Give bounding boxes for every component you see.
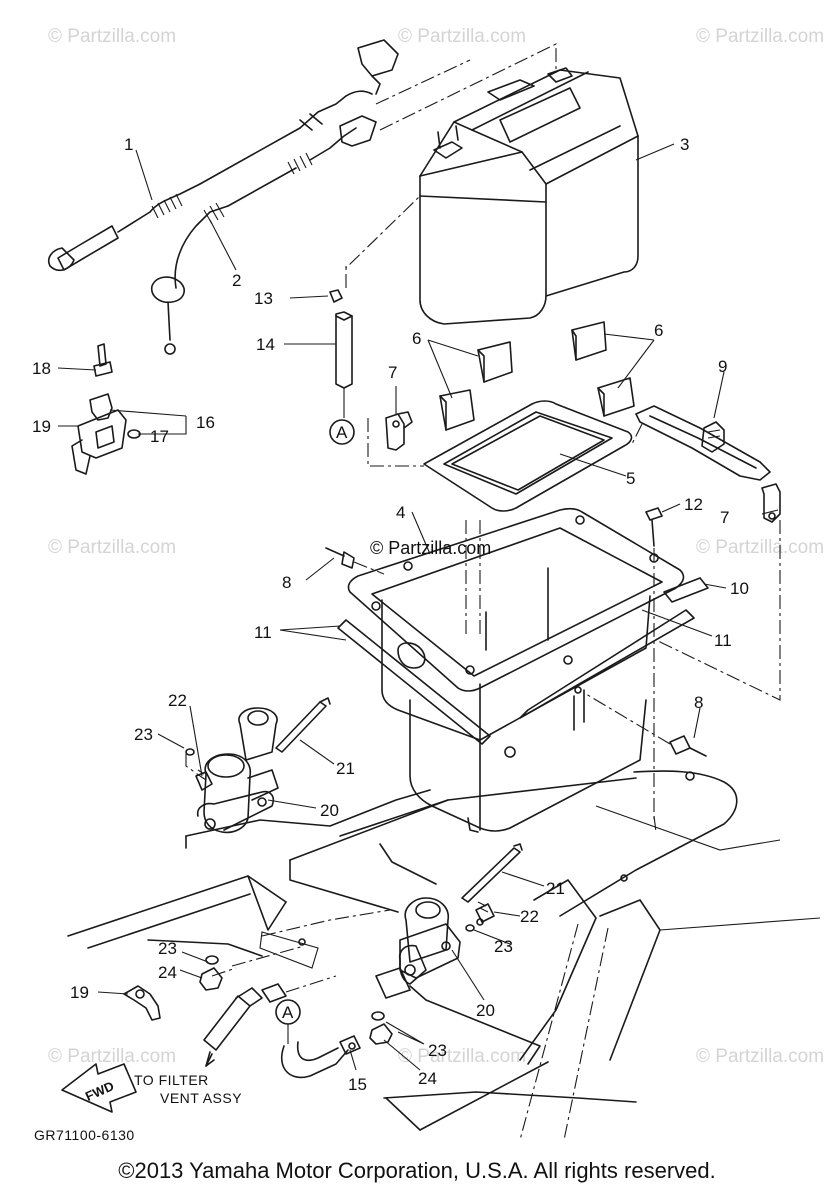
callout-9: 9 (718, 357, 727, 376)
callout-19-upper: 19 (32, 417, 51, 436)
vent-rod-21-lower (461, 843, 523, 903)
watermark-center: © Partzilla.com (370, 538, 491, 558)
vent-fitting-upper (196, 707, 279, 834)
callout-18: 18 (32, 359, 51, 378)
watermark-top-center: © Partzilla.com (398, 26, 526, 47)
cap-24-left (199, 967, 223, 991)
callout-7-right: 7 (720, 508, 729, 527)
washer-23-lower (465, 924, 475, 932)
seal-strip-10 (663, 577, 709, 603)
callout-6-right: 6 (654, 321, 663, 340)
hull-floor (67, 770, 821, 1141)
callout-24-left: 24 (158, 963, 177, 982)
ref-marker-a-upper: A (329, 419, 355, 445)
callout-20-upper: 20 (320, 801, 339, 820)
bolt-8-right (585, 693, 707, 757)
vent-hose-to-filter (203, 987, 263, 1067)
washer-23-upper (185, 748, 201, 777)
callout-23-upper: 23 (134, 725, 153, 744)
tape-strips (337, 609, 695, 745)
clamp-19-lower (123, 985, 161, 1021)
callout-22-upper: 22 (168, 691, 187, 710)
callout-15: 15 (348, 1075, 367, 1094)
leader-13 (345, 195, 421, 288)
callout-7-left: 7 (388, 363, 397, 382)
watermark-top-left: © Partzilla.com (48, 26, 176, 47)
callout-23-lower: 23 (494, 937, 513, 956)
fitting-joint (261, 975, 337, 1003)
watermark-bottom-center: © Partzilla.com (398, 1046, 526, 1067)
watermark-mid-left: © Partzilla.com (48, 537, 176, 558)
callout-21-lower: 21 (546, 879, 565, 898)
battery-box (347, 507, 685, 833)
washer-23-right (371, 1011, 385, 1021)
screw-12 (645, 507, 663, 820)
ref-marker-a-lower: A (275, 999, 301, 1044)
callout-22-lower: 22 (520, 907, 539, 926)
callout-20-lower: 20 (476, 1001, 495, 1020)
battery-cable-assembly (47, 39, 557, 355)
callout-3: 3 (680, 135, 689, 154)
callout-8-right: 8 (694, 693, 703, 712)
battery-cover-plate (423, 400, 633, 512)
callout-4: 4 (396, 503, 405, 522)
callout-11-right: 11 (714, 631, 732, 650)
hose-15 (280, 1035, 361, 1079)
callout-6-left: 6 (412, 329, 421, 348)
callout-12: 12 (684, 495, 703, 514)
watermark-layer: © Partzilla.com © Partzilla.com © Partzi… (48, 26, 824, 1067)
callout-19-lower: 19 (70, 983, 89, 1002)
stay-bracket-right (655, 483, 781, 701)
note-line-1: TO FILTER (134, 1072, 209, 1088)
battery (419, 67, 639, 325)
callout-17: 17 (150, 427, 169, 446)
watermark-bottom-left: © Partzilla.com (48, 1046, 176, 1067)
callout-23-right: 23 (428, 1041, 447, 1060)
screw-22-upper (195, 769, 213, 791)
ref-marker-a-lower-label: A (282, 1003, 294, 1022)
stay-bracket-left (367, 411, 424, 467)
note-line-2: VENT ASSY (160, 1090, 242, 1106)
vent-clip-and-hose (329, 289, 353, 418)
callout-labels: 1 2 3 4 5 6 6 7 7 8 8 9 10 11 11 12 13 1… (32, 135, 749, 1094)
fwd-label: FWD (83, 1078, 116, 1104)
screw-22-lower (475, 901, 495, 923)
watermark-top-right: © Partzilla.com (696, 26, 824, 47)
callout-14: 14 (256, 335, 275, 354)
vent-fitting-lower (398, 897, 461, 985)
cap-24-right (369, 1023, 393, 1045)
callout-2: 2 (232, 271, 241, 290)
callout-11-left: 11 (254, 623, 272, 642)
vent-rod-21-upper (275, 697, 331, 753)
callout-24-right: 24 (418, 1069, 437, 1088)
callout-23-left: 23 (158, 939, 177, 958)
washer-23-left (205, 955, 219, 965)
callout-13: 13 (254, 289, 273, 308)
callout-8-left: 8 (282, 573, 291, 592)
bolt-8-left (325, 547, 385, 575)
ref-marker-a-upper-label: A (336, 423, 348, 442)
callout-16: 16 (196, 413, 215, 432)
watermark-mid-right: © Partzilla.com (696, 537, 824, 558)
callout-1: 1 (124, 135, 133, 154)
copyright-notice: ©2013 Yamaha Motor Corporation, U.S.A. A… (118, 1158, 716, 1183)
rubber-pads (439, 321, 635, 431)
fwd-arrow: FWD (61, 1063, 137, 1113)
callout-5: 5 (626, 469, 635, 488)
callout-21-upper: 21 (336, 759, 355, 778)
callout-10: 10 (730, 579, 749, 598)
watermark-bottom-right: © Partzilla.com (696, 1046, 824, 1067)
battery-band (631, 405, 771, 481)
leader-lines (57, 143, 779, 1071)
diagram-code: GR71100-6130 (34, 1127, 135, 1143)
tray-dash-lines (465, 520, 657, 833)
clamp-assembly-16 (71, 343, 141, 475)
